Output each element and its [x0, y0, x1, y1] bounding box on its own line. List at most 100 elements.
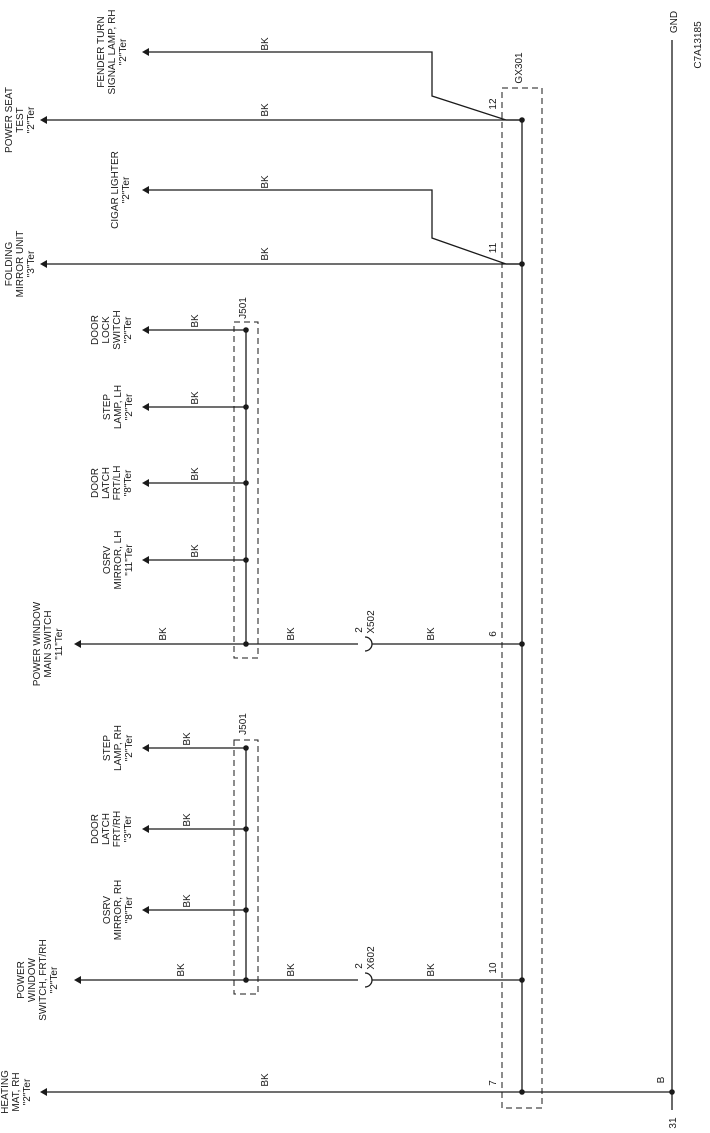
component-label-line: "2"Ter [118, 38, 129, 65]
fender-turn-wire [148, 51, 522, 121]
power-seat-wire-color: BK [260, 103, 271, 117]
door-latch-rh-label: DOORLATCHFRT/RH"3"Ter [90, 811, 134, 847]
component-label-line: LAMP, LH [113, 385, 124, 429]
component-label-line: SIGNAL LAMP, RH [107, 9, 118, 94]
component-label-line: "11"Ter [124, 544, 135, 576]
x602-label: X602 [366, 946, 377, 970]
component-label-line: "3"Ter [123, 815, 134, 842]
component-label-line: "3"Ter [26, 250, 37, 277]
component-label-line: "2"Ter [124, 393, 135, 420]
component-label-line: DOOR [90, 814, 101, 844]
gx301-pin-12: 12 [488, 98, 499, 110]
x502-pin: 2 [354, 627, 365, 633]
pw-main-wire-color-2: BK [286, 627, 297, 641]
component-label-line: MIRROR, LH [113, 531, 124, 590]
pw-frt-rh-wire-color-3: BK [426, 963, 437, 977]
heating-mat-label: HEATINGMAT, RH"2"Ter [0, 1070, 33, 1114]
component-label-line: LATCH [101, 467, 112, 499]
power-seat-label: POWER SEATTEST"2"Ter [4, 87, 37, 153]
door-lock-terminal-icon [142, 326, 149, 334]
osrv-mirror-lh-label: OSRVMIRROR, LH"11"Ter [102, 531, 135, 590]
cigar-lighter-label: CIGAR LIGHTER"2"Ter [110, 151, 132, 229]
pw-main-wire-color-3: BK [426, 627, 437, 641]
x602-pin: 2 [354, 963, 365, 969]
component-label-line: MAIN SWITCH [43, 610, 54, 677]
door-latch-lh-terminal-icon [142, 479, 149, 487]
door-latch-rh-terminal-icon [142, 825, 149, 833]
j501-lower-label: J501 [238, 713, 249, 735]
gx301-splice-box [501, 87, 543, 1109]
component-label-line: LATCH [101, 813, 112, 845]
component-label-line: "8"Ter [123, 469, 134, 496]
component-label-line: "8"Ter [124, 896, 135, 923]
component-label-line: SWITCH [112, 310, 123, 349]
figure-code: C7A13185 [693, 21, 704, 69]
x502-connector-icon [364, 636, 373, 652]
component-label-line: FENDER TURN [96, 16, 107, 87]
fender-turn-wire-color: BK [260, 37, 271, 51]
x602-connector-icon [364, 972, 373, 988]
component-label-line: SWITCH, FRT/RH [38, 939, 49, 1020]
step-rh-terminal-icon [142, 744, 149, 752]
component-label-line: "2"Ter [26, 106, 37, 133]
component-label-line: DOOR [90, 315, 101, 345]
osrv-mirror-rh-label: OSRVMIRROR, RH"8"Ter [102, 880, 135, 941]
component-label-line: POWER [16, 961, 27, 999]
component-label-line: FRT/LH [112, 466, 123, 501]
pw-main-switch-label: POWER WINDOWMAIN SWITCH"11"Ter [32, 601, 65, 686]
osrv-rh-terminal-icon [142, 906, 149, 914]
component-label-line: POWER SEAT [4, 87, 15, 153]
ground-label: GND [669, 11, 680, 33]
component-label-line: DOOR [90, 468, 101, 498]
door-latch-rh-wire-color: BK [182, 813, 193, 827]
component-label-line: OSRV [102, 896, 113, 924]
component-label-line: "2"Ter [121, 176, 132, 203]
component-label-line: POWER WINDOW [32, 601, 43, 686]
component-label-line: LOCK [101, 316, 112, 344]
door-latch-lh-label: DOORLATCHFRT/LH"8"Ter [90, 466, 134, 501]
cigar-terminal-icon [142, 186, 149, 194]
pw-frt-rh-label: POWERWINDOWSWITCH, FRT/RH"2"Ter [16, 939, 60, 1020]
cigar-wire [148, 189, 522, 265]
component-label-line: STEP [102, 394, 113, 420]
component-label-line: FRT/RH [112, 811, 123, 847]
component-label-line: MIRROR UNIT [15, 231, 26, 298]
component-label-line: CIGAR LIGHTER [110, 151, 121, 229]
door-lock-wire-color: BK [190, 314, 201, 328]
j501-upper-label: J501 [238, 297, 249, 319]
component-label-line: MAT, RH [11, 1072, 22, 1111]
component-label-line: LAMP, RH [113, 725, 124, 771]
component-label-line: FOLDING [4, 242, 15, 287]
component-label-line: "2"Ter [123, 316, 134, 343]
heating-mat-wire-color: BK [260, 1073, 271, 1087]
gx301-pin-6: 6 [488, 631, 499, 637]
component-label-line: STEP [102, 735, 113, 761]
pw-main-terminal-icon [74, 640, 81, 648]
door-latch-lh-wire-color: BK [190, 467, 201, 481]
gx301-pin-10: 10 [488, 962, 499, 974]
component-label-line: OSRV [102, 546, 113, 574]
heating-mat-terminal-icon [40, 1088, 47, 1096]
gx301-pin-7: 7 [488, 1080, 499, 1086]
x502-label: X502 [366, 610, 377, 634]
ground-wire-color: B [656, 1076, 667, 1083]
pw-frt-rh-wire-color-1: BK [176, 963, 187, 977]
j501-lower-nodes [243, 745, 249, 983]
pw-frt-rh-wire-color-2: BK [286, 963, 297, 977]
component-label-line: TEST [15, 107, 26, 133]
folding-mirror-terminal-icon [40, 260, 47, 268]
ground-number: 31 [668, 1117, 679, 1129]
j501-upper-splice-box [233, 321, 259, 659]
step-rh-wire-color: BK [182, 732, 193, 746]
fender-turn-label: FENDER TURNSIGNAL LAMP, RH"2"Ter [96, 9, 129, 94]
component-label-line: "2"Ter [49, 966, 60, 993]
fender-turn-terminal-icon [142, 48, 149, 56]
component-label-line: "2"Ter [124, 734, 135, 761]
step-lamp-lh-label: STEPLAMP, LH"2"Ter [102, 385, 135, 429]
folding-mirror-label: FOLDINGMIRROR UNIT"3"Ter [4, 231, 37, 298]
gx301-pin-11: 11 [488, 242, 499, 253]
osrv-lh-terminal-icon [142, 556, 149, 564]
j501-lower-splice-box [233, 739, 259, 995]
gx301-label: GX301 [514, 52, 525, 84]
component-label-line: WINDOW [27, 958, 38, 1002]
